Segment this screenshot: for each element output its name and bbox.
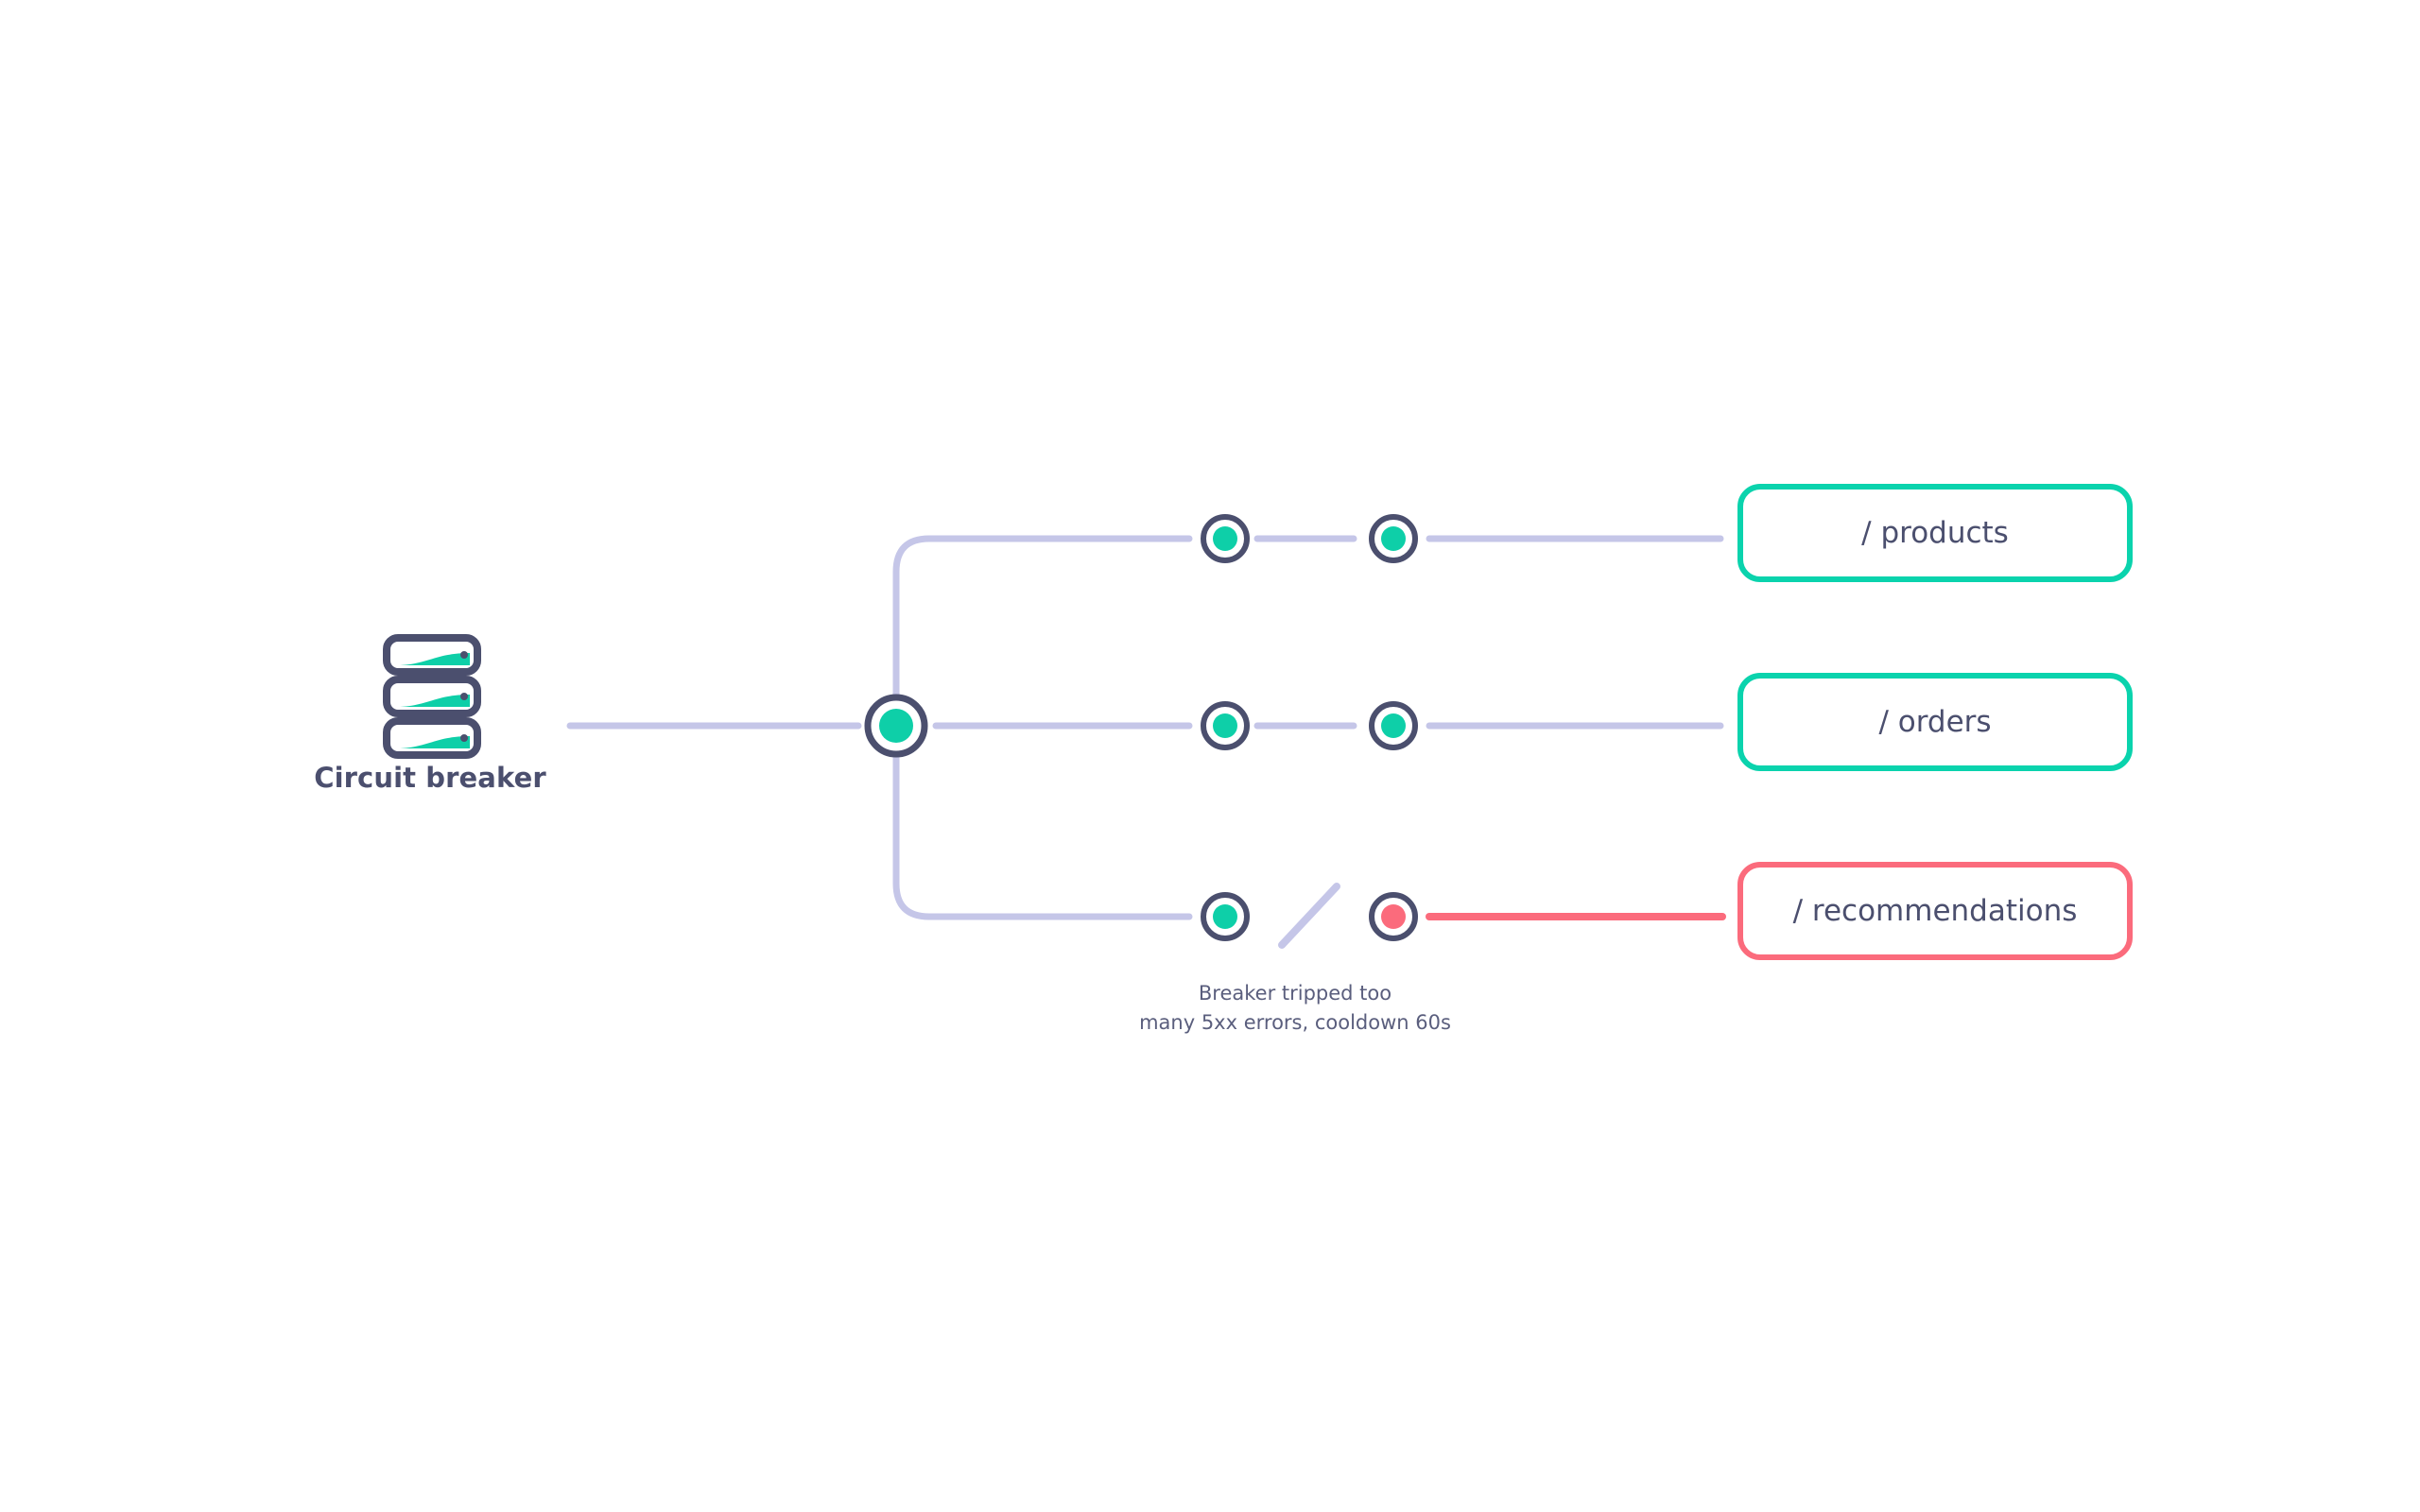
rack-activity-curve [397,653,470,665]
junction-node-core [879,709,913,743]
connector-lines [566,535,1726,949]
hop-node-row2-a[interactable] [1201,892,1250,941]
rack-led-icon [460,651,468,659]
endpoint-label: / products [1861,516,2009,550]
endpoint-box-products[interactable]: / products [1737,484,2133,582]
endpoint-label: / recommendations [1792,894,2078,928]
branch-path-top [892,535,1193,699]
hop-node-row0-a[interactable] [1201,514,1250,563]
break-caption-line-2: many 5xx errors, cooldown 60s [1139,1011,1451,1034]
break-caption: Breaker tripped too many 5xx errors, coo… [1078,979,1512,1038]
breaker-junction-node[interactable] [864,694,928,758]
rack-activity-curve [397,695,470,707]
source-label: Circuit breaker [314,762,546,794]
rack-activity-curve [397,736,470,748]
endpoint-box-orders[interactable]: / orders [1737,673,2133,771]
hop-node-row0-b[interactable] [1369,514,1418,563]
endpoint-box-recommendations[interactable]: / recommendations [1737,862,2133,960]
break-caption-line-1: Breaker tripped too [1198,982,1392,1005]
rack-led-icon [460,734,468,742]
endpoint-label: / orders [1878,705,1992,739]
hop-node-row1-a[interactable] [1201,701,1250,750]
hop-node-row1-b[interactable] [1369,701,1418,750]
server-rack-icon [383,634,481,759]
rack-led-icon [460,693,468,700]
branch-path-bottom [892,752,1193,920]
break-slash-icon [1278,883,1340,949]
hop-node-row2-b-failed[interactable] [1369,892,1418,941]
